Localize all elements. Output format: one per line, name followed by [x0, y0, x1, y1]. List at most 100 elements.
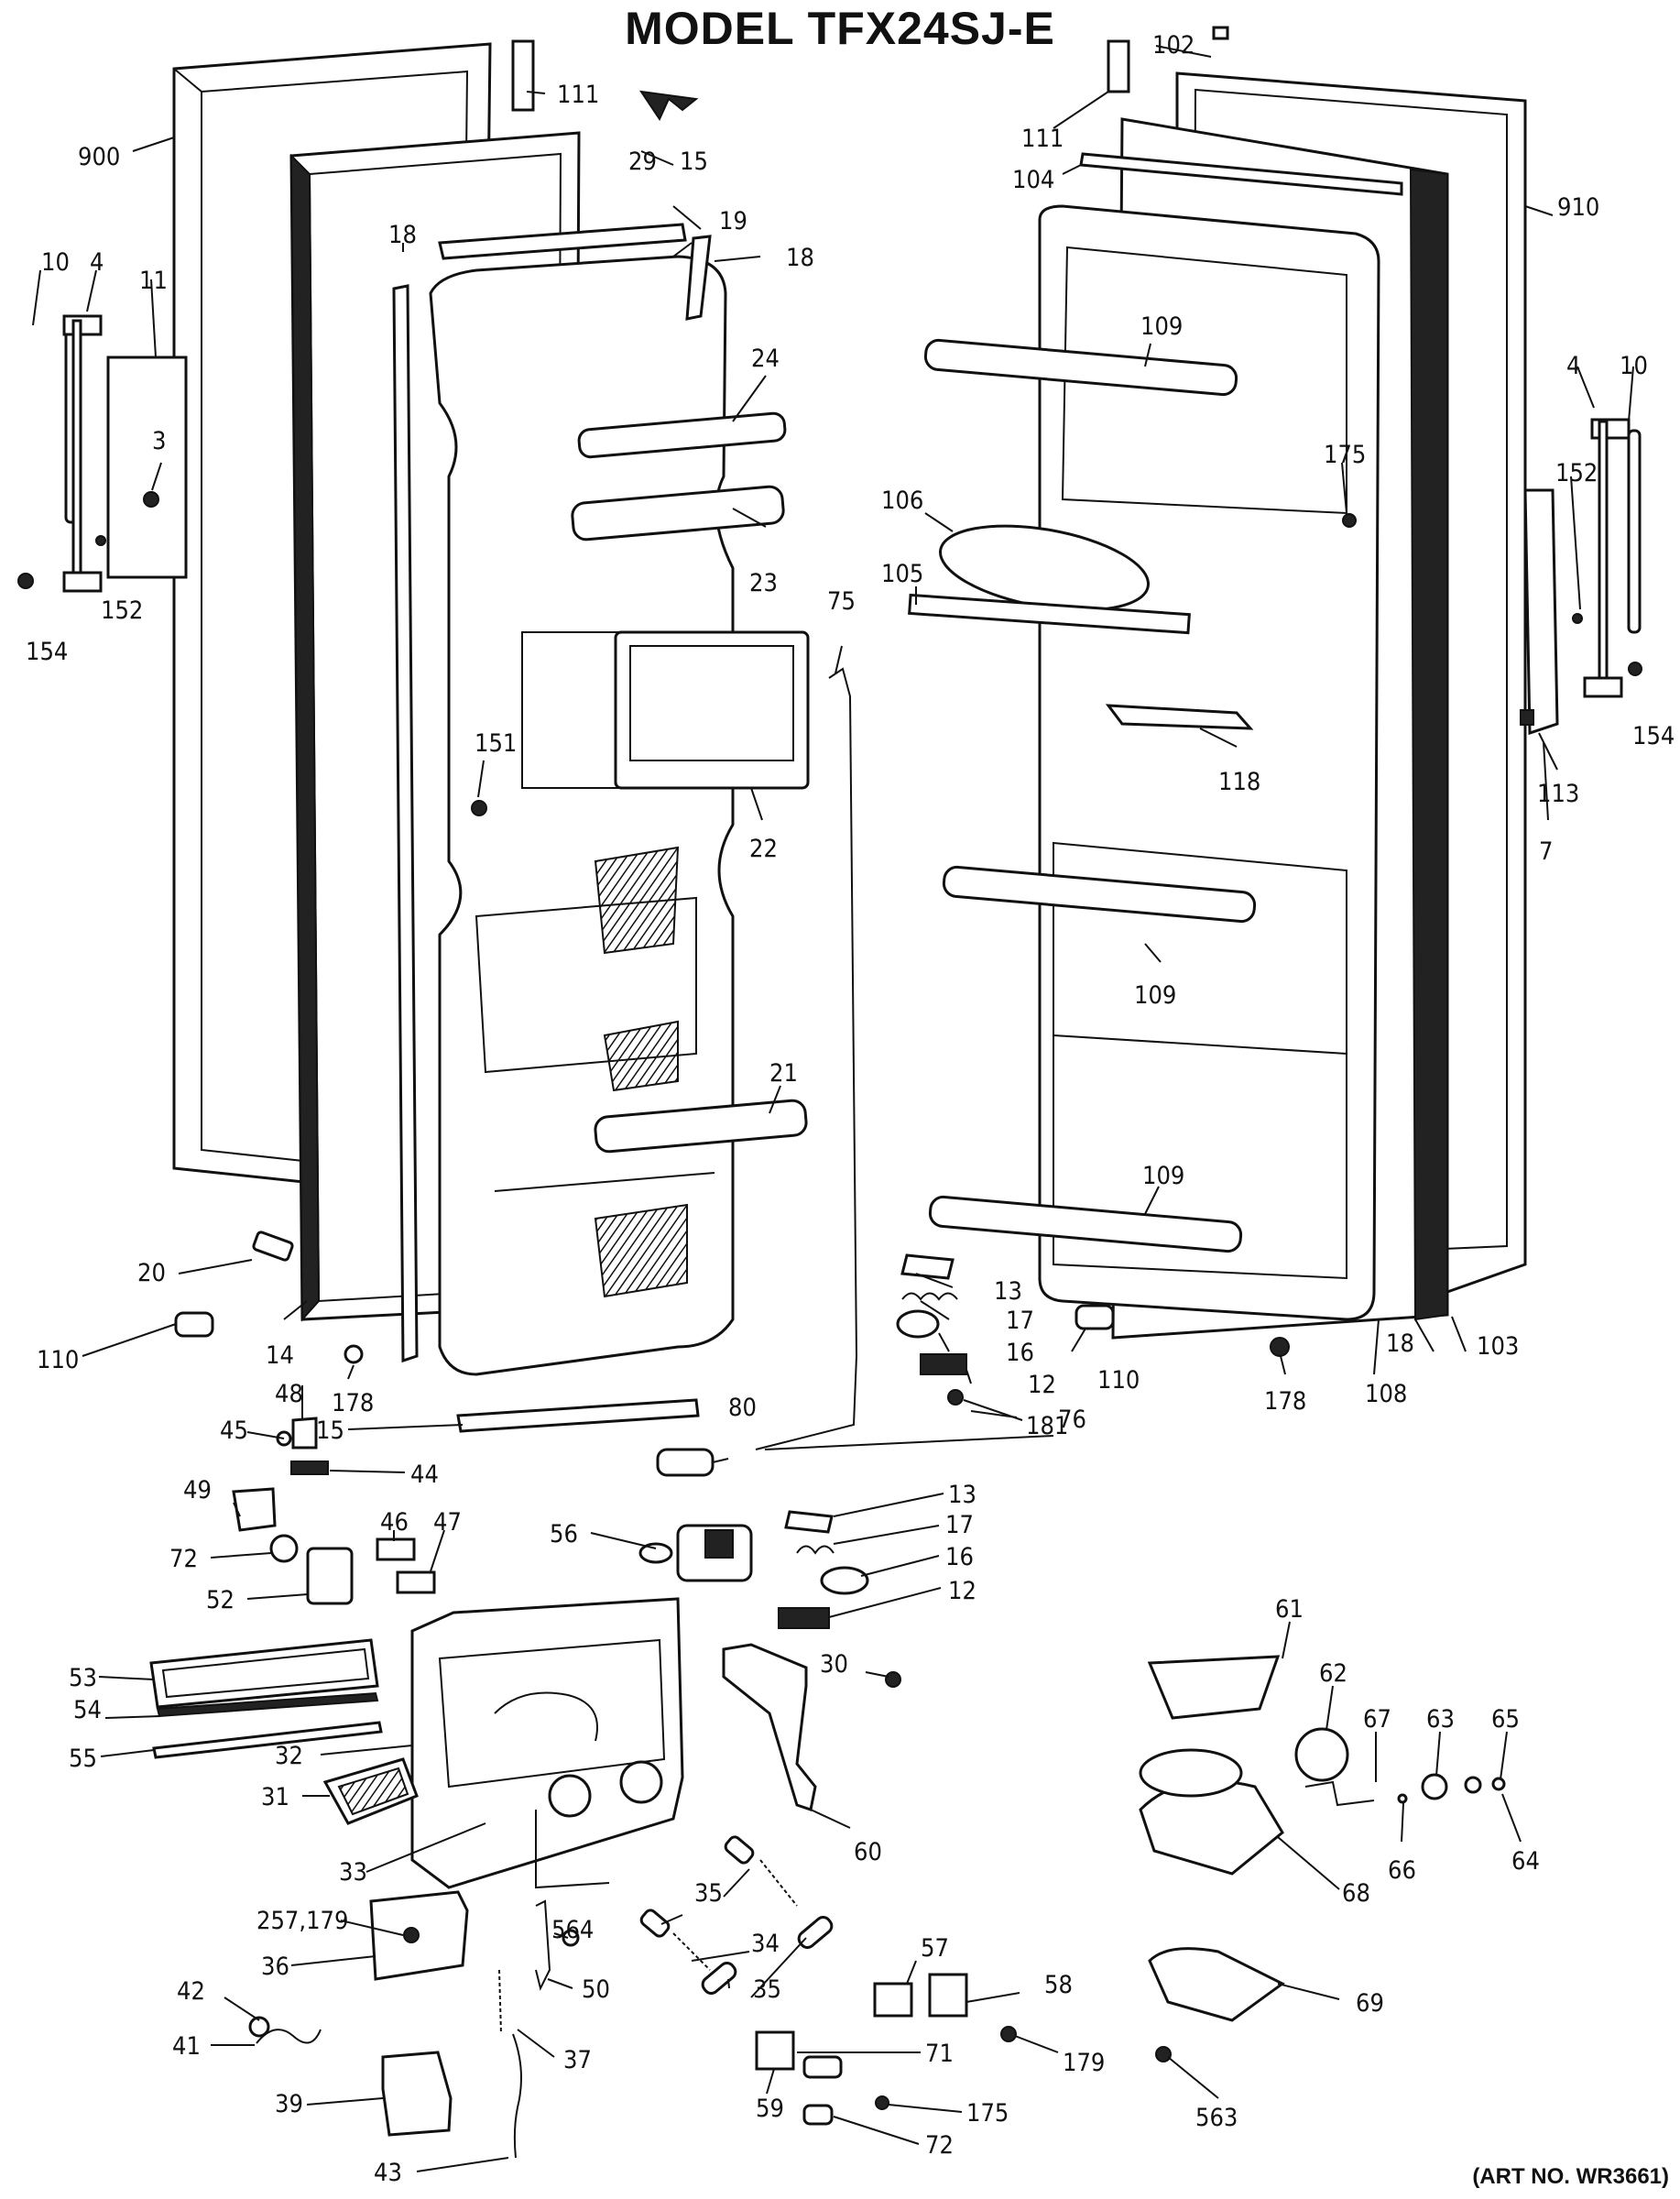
- callout-49: 49: [183, 1476, 212, 1504]
- drip-tray: [322, 1757, 419, 1825]
- callout-14: 14: [266, 1341, 294, 1370]
- callout-48: 48: [275, 1380, 303, 1408]
- callout-64: 64: [1511, 1847, 1540, 1876]
- freezer-misc-small-parts: [174, 39, 699, 1364]
- callout-67: 67: [1363, 1705, 1391, 1734]
- callout-16: 16: [1006, 1339, 1034, 1367]
- callout-21: 21: [769, 1059, 798, 1088]
- callout-53: 53: [69, 1664, 97, 1692]
- callout-71: 71: [925, 2040, 954, 2068]
- callout-22: 22: [749, 835, 778, 863]
- callout-179: 179: [1063, 2049, 1105, 2077]
- callout-80: 80: [728, 1394, 757, 1422]
- callout-76: 76: [1058, 1406, 1086, 1434]
- callout-35: 35: [753, 1975, 781, 2004]
- dispenser-display-panel: [614, 630, 810, 790]
- callout-111: 111: [1021, 125, 1064, 153]
- callout-72: 72: [925, 2131, 954, 2160]
- callout-66: 66: [1388, 1856, 1416, 1885]
- callout-63: 63: [1426, 1705, 1455, 1734]
- callout-15: 15: [680, 148, 708, 176]
- callout-41: 41: [172, 2032, 201, 2061]
- callout-36: 36: [261, 1953, 289, 1981]
- ice-chute-parts: [1139, 1655, 1506, 2062]
- callout-54: 54: [73, 1696, 102, 1724]
- callout-910: 910: [1557, 193, 1599, 222]
- callout-45: 45: [220, 1417, 248, 1445]
- callout-109: 109: [1142, 1162, 1184, 1190]
- center-hinge-parts: [778, 1253, 967, 1629]
- valve-and-spring-parts: [639, 1835, 834, 1995]
- freezer-door-shelf-bars: [571, 411, 808, 1154]
- art-number: (ART NO. WR3661): [1472, 2164, 1669, 2189]
- callout-102: 102: [1152, 31, 1195, 60]
- callout-62: 62: [1319, 1659, 1347, 1688]
- callout-11: 11: [139, 267, 168, 295]
- callout-15: 15: [316, 1417, 344, 1445]
- wiring-and-box-parts: [248, 2016, 522, 2159]
- diagram-title: MODEL TFX24SJ-E: [625, 3, 1055, 54]
- callout-111: 111: [557, 81, 599, 109]
- callout-37: 37: [563, 2046, 592, 2074]
- callout-75: 75: [827, 587, 856, 616]
- callout-108: 108: [1365, 1380, 1407, 1408]
- dispenser-switch-parts: [232, 1417, 436, 1605]
- callout-39: 39: [275, 2090, 303, 2118]
- callout-17: 17: [1006, 1307, 1034, 1335]
- solenoid-assembly: [638, 1524, 753, 1582]
- callout-18: 18: [388, 221, 417, 249]
- callout-23: 23: [749, 569, 778, 597]
- callout-18: 18: [786, 244, 814, 272]
- callout-59: 59: [756, 2095, 784, 2123]
- callout-3: 3: [152, 427, 166, 455]
- callout-31: 31: [261, 1783, 289, 1811]
- callout-30: 30: [820, 1650, 848, 1679]
- callout-44: 44: [410, 1461, 439, 1489]
- callout-181: 181: [1026, 1412, 1068, 1440]
- callout-105: 105: [881, 560, 923, 588]
- callout-103: 103: [1477, 1332, 1519, 1361]
- callout-4: 4: [1566, 352, 1580, 380]
- callout-35: 35: [694, 1879, 723, 1908]
- callout-69: 69: [1356, 1989, 1384, 2018]
- dispenser-housing: [410, 1597, 684, 1889]
- callout-61: 61: [1275, 1595, 1304, 1624]
- callout-154: 154: [26, 638, 68, 666]
- callout-29: 29: [628, 148, 657, 176]
- callout-32: 32: [275, 1742, 303, 1770]
- callout-16: 16: [945, 1543, 974, 1571]
- callout-13: 13: [948, 1481, 976, 1509]
- callout-34: 34: [751, 1930, 780, 1958]
- switch-and-bracket-parts: [755, 1973, 1017, 2126]
- callout-4: 4: [90, 248, 104, 277]
- callout-900: 900: [78, 143, 120, 171]
- callout-10: 10: [1620, 352, 1648, 380]
- callout-152: 152: [101, 596, 143, 625]
- callout-110: 110: [1097, 1366, 1140, 1395]
- callout-113: 113: [1537, 780, 1579, 808]
- callout-leader-lines: [32, 45, 1634, 2172]
- callout-65: 65: [1491, 1705, 1520, 1734]
- callout-12: 12: [948, 1577, 976, 1605]
- dairy-compartment-parts: [908, 524, 1254, 730]
- actuator-parts: [369, 1890, 580, 2035]
- callout-151: 151: [475, 729, 517, 758]
- callout-110: 110: [37, 1346, 79, 1374]
- callout-154: 154: [1632, 722, 1675, 750]
- callout-178: 178: [1264, 1387, 1306, 1416]
- callout-563: 563: [1195, 2104, 1238, 2132]
- callout-175: 175: [1324, 441, 1366, 469]
- callout-175: 175: [966, 2099, 1009, 2128]
- fresh-food-misc-small-parts: [1075, 26, 1403, 1357]
- callout-33: 33: [339, 1858, 367, 1887]
- callout-20: 20: [137, 1259, 166, 1287]
- callout-42: 42: [177, 1977, 205, 2006]
- callout-18: 18: [1386, 1329, 1414, 1358]
- callout-257-179: 257,179: [256, 1907, 348, 1935]
- callout-152: 152: [1555, 459, 1598, 487]
- left-hinge-parts: [17, 314, 188, 593]
- callout-118: 118: [1218, 768, 1260, 796]
- callout-106: 106: [881, 487, 923, 515]
- water-tube-assembly: [656, 667, 858, 1477]
